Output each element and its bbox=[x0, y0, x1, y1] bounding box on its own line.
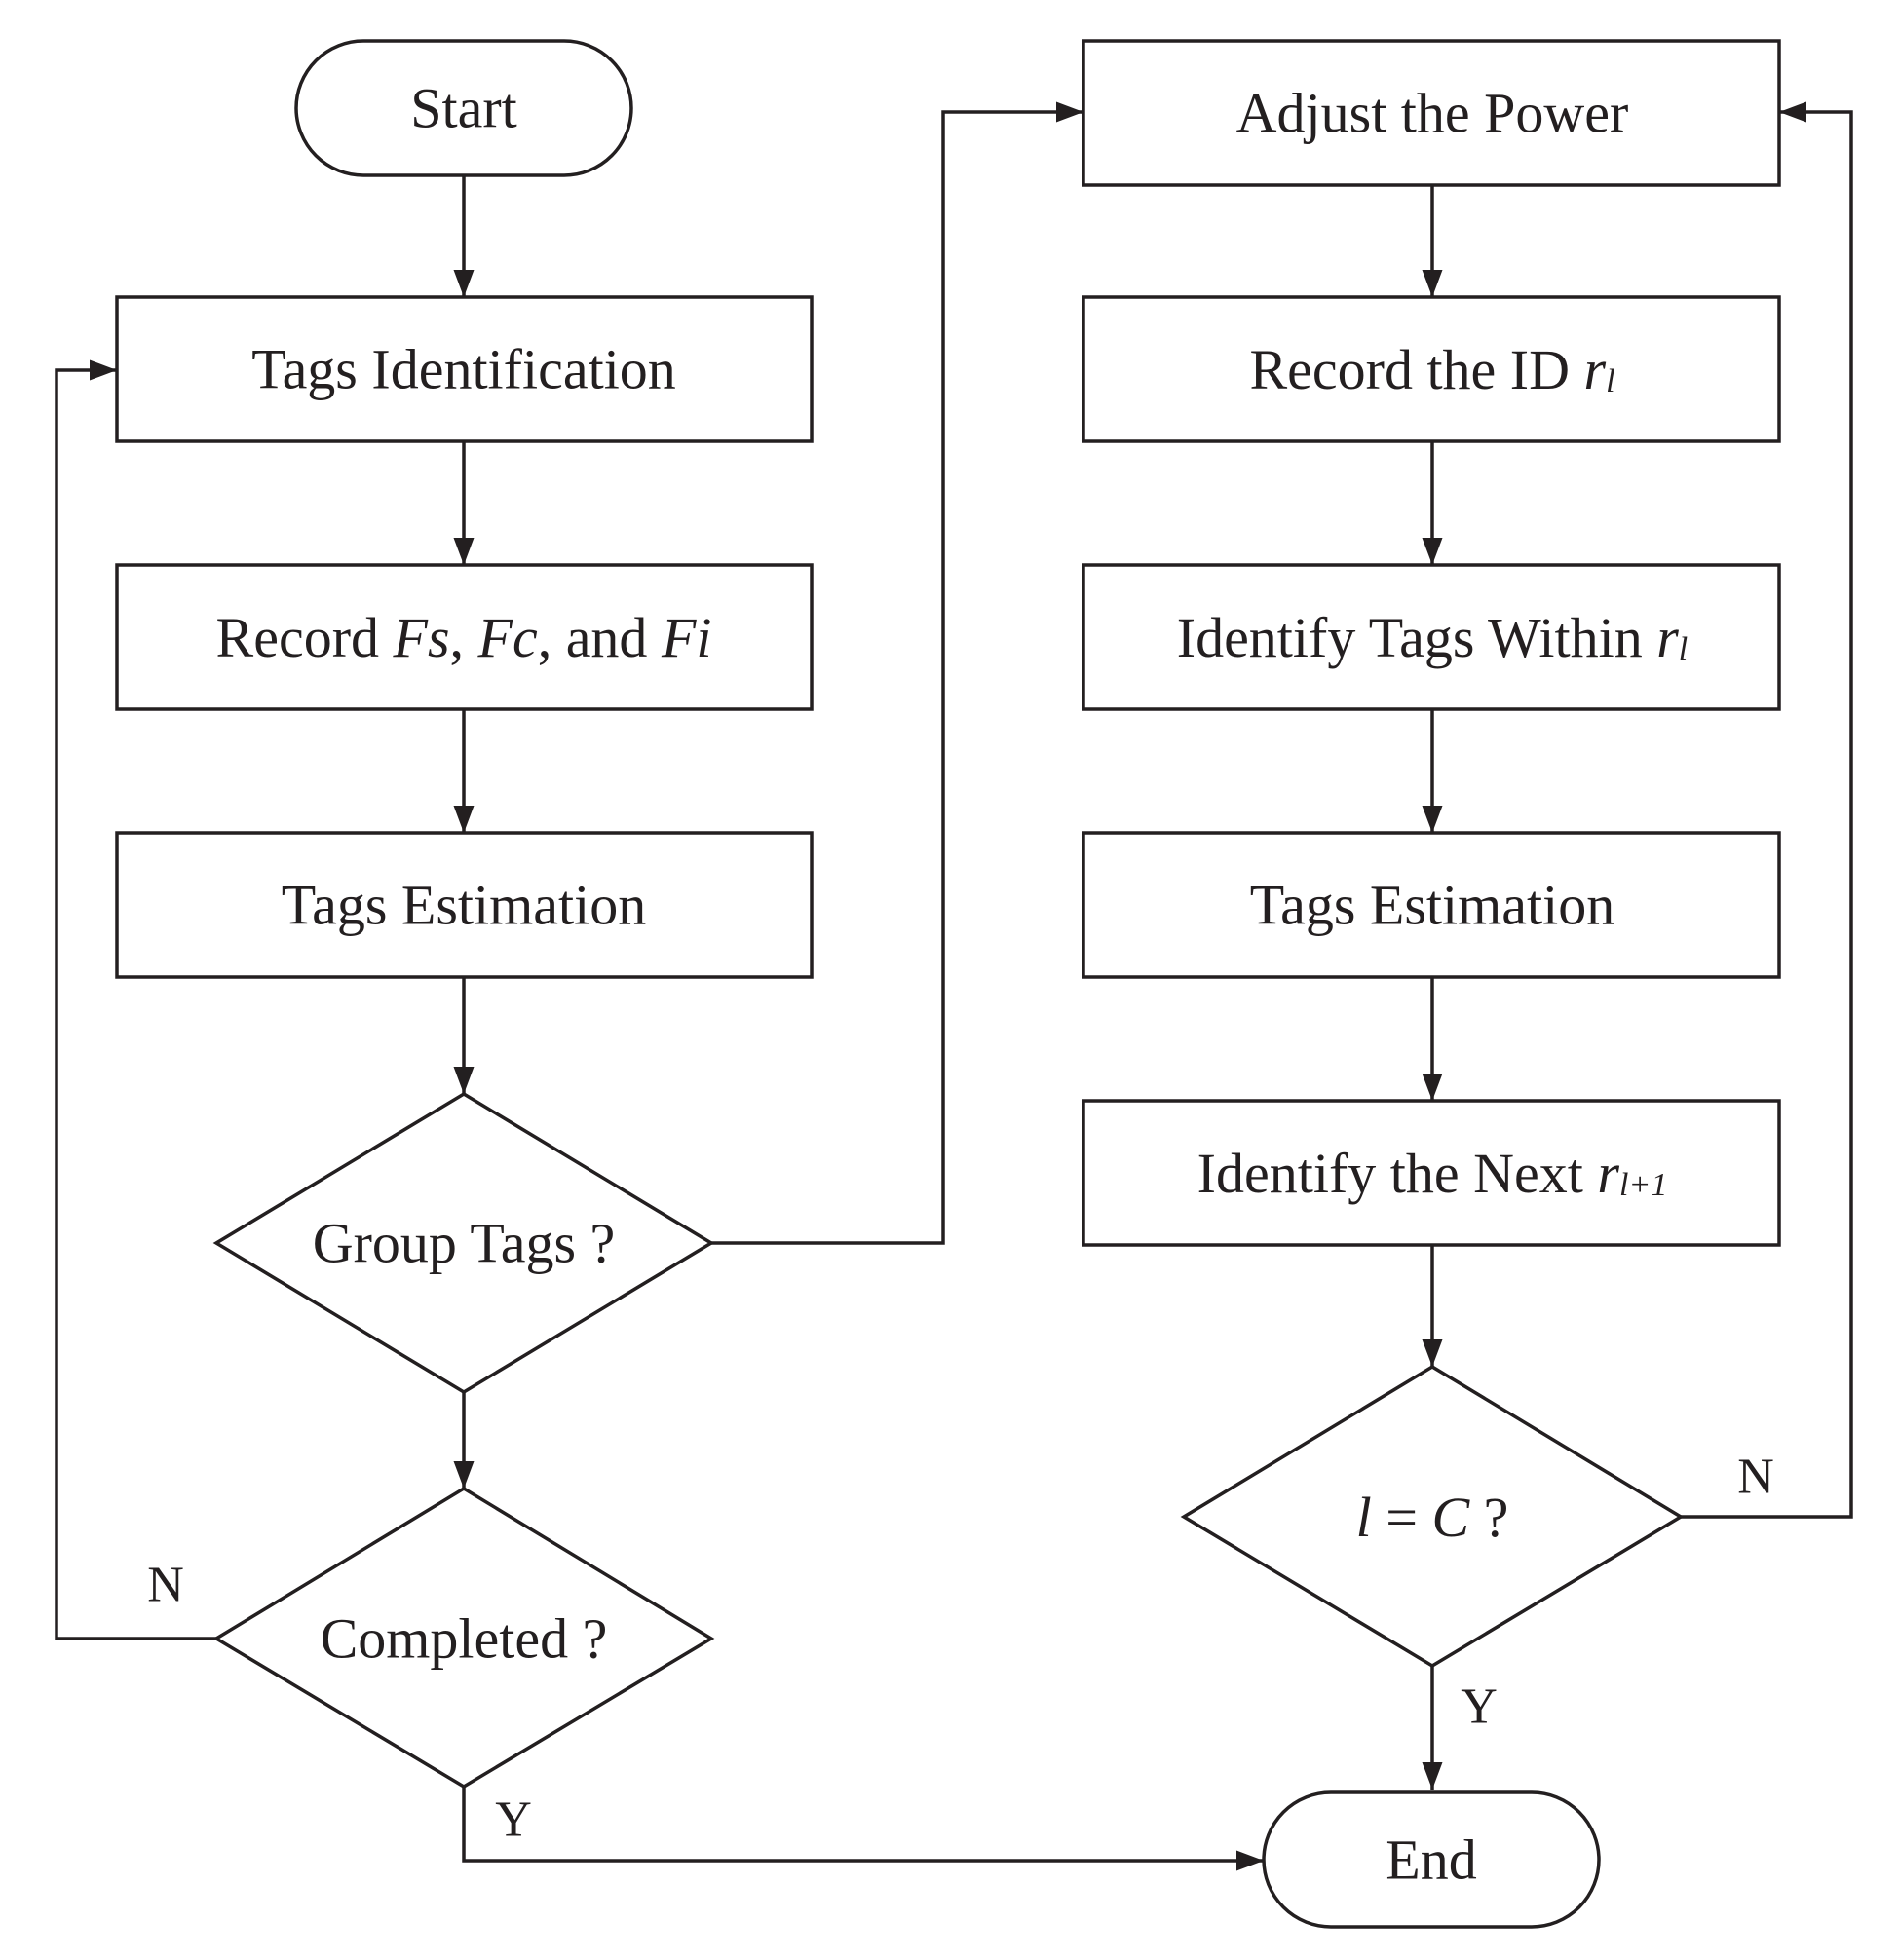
l-equals-c-decision: l = C ? bbox=[1180, 1364, 1685, 1669]
identify-next-node: Identify the Next rl+1 bbox=[1082, 1099, 1781, 1247]
identify-next-label: Identify the Next rl+1 bbox=[1197, 1142, 1668, 1205]
edge-completed-no-loop bbox=[55, 359, 216, 1640]
identify-within-node: Identify Tags Within rl bbox=[1082, 563, 1781, 711]
record-fs-fc-fi-label: Record Fs, Fc, and Fi bbox=[216, 606, 712, 669]
adjust-power-label: Adjust the Power bbox=[1236, 82, 1629, 145]
edge-group-tags-to-adjust-power bbox=[711, 101, 1083, 1245]
adjust-power-node: Adjust the Power bbox=[1082, 39, 1781, 187]
tags-identification-label: Tags Identification bbox=[251, 338, 676, 401]
tags-estimation-right-label: Tags Estimation bbox=[1250, 874, 1615, 937]
l-equals-c-yes-label: Y bbox=[1461, 1679, 1498, 1735]
tags-estimation-left-node: Tags Estimation bbox=[115, 831, 814, 979]
record-id-node: Record the ID rl bbox=[1082, 295, 1781, 443]
completed-yes-label: Y bbox=[495, 1792, 532, 1848]
group-tags-label: Group Tags ? bbox=[313, 1212, 616, 1275]
completed-label: Completed ? bbox=[321, 1607, 608, 1671]
record-fs-fc-fi-node: Record Fs, Fc, and Fi bbox=[115, 563, 814, 711]
completed-no-label: N bbox=[147, 1558, 184, 1613]
end-label: End bbox=[1386, 1828, 1476, 1892]
completed-decision: Completed ? bbox=[212, 1486, 715, 1790]
start-node: Start bbox=[294, 39, 633, 177]
identify-within-label: Identify Tags Within rl bbox=[1177, 606, 1689, 669]
edges bbox=[55, 101, 1853, 1871]
l-equals-c-no-label: N bbox=[1737, 1450, 1774, 1505]
start-label: Start bbox=[410, 77, 517, 140]
end-node: End bbox=[1262, 1790, 1601, 1929]
tags-estimation-right-node: Tags Estimation bbox=[1082, 831, 1781, 979]
l-equals-c-label: l = C ? bbox=[1356, 1486, 1509, 1549]
record-id-label: Record the ID rl bbox=[1249, 338, 1614, 401]
tags-estimation-left-label: Tags Estimation bbox=[282, 874, 647, 937]
group-tags-decision: Group Tags ? bbox=[212, 1091, 715, 1395]
edge-l-equals-c-no-loop bbox=[1681, 101, 1853, 1519]
tags-identification-node: Tags Identification bbox=[115, 295, 814, 443]
edge-completed-yes-to-end bbox=[462, 1787, 1264, 1871]
